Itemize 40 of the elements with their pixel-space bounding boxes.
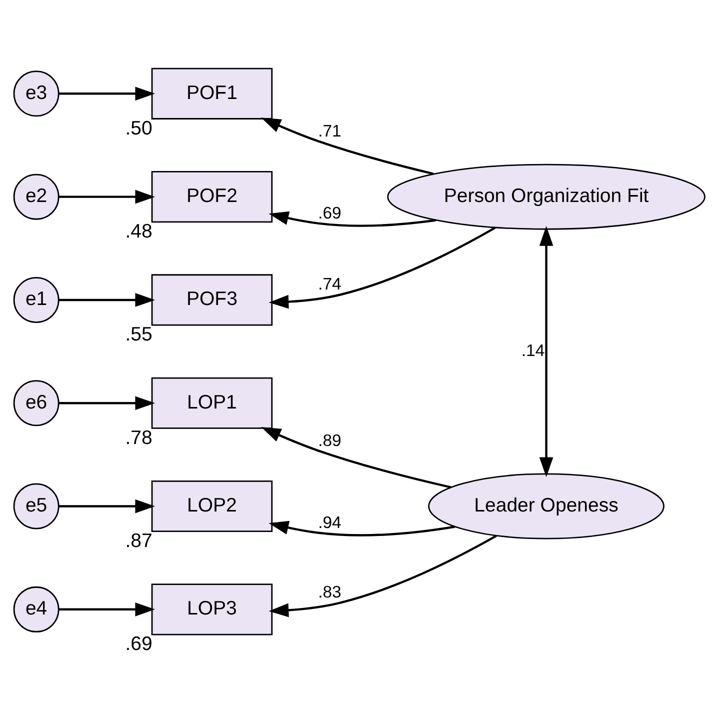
node-box: POF2 [151,170,273,222]
arrow [539,226,554,477]
arrow [261,426,452,488]
arrow [58,86,156,100]
arrow [268,534,497,617]
node-label: .50 [125,116,152,139]
arrow [58,498,156,513]
node-label: .55 [125,323,152,346]
edge-label: .69 [318,203,342,222]
node-label: .87 [125,529,152,552]
edge-label: .14 [521,340,545,360]
edge-label: .83 [318,582,342,602]
node-circle: e6 [13,380,60,426]
node-box: POF3 [151,274,273,326]
node-circle: e5 [13,482,60,529]
edge-label: .71 [318,120,342,140]
node-ellipse: Person Organization Fit [387,163,706,230]
arrow [58,292,156,306]
node-ellipse: Leader Openess [428,472,664,539]
arrow [268,520,455,536]
edge-label: .74 [318,274,342,294]
node-box: LOP3 [151,583,273,635]
node-box: LOP1 [151,376,273,428]
arrow [268,210,436,226]
node-circle: e2 [13,173,60,220]
arrow [58,189,156,204]
node-box: LOP2 [151,480,273,532]
arrow [261,117,434,174]
node-circle: e4 [13,586,60,632]
node-circle: e3 [13,70,60,116]
edge-label: .94 [318,512,342,532]
node-label: .69 [125,632,152,655]
node-label: .78 [125,426,152,448]
arrow [58,602,156,616]
arrow [268,226,496,308]
arrow [58,396,156,410]
node-circle: e1 [13,276,60,322]
edge-label: .89 [318,430,342,450]
node-box: POF1 [151,67,273,119]
node-label: .48 [125,220,152,242]
